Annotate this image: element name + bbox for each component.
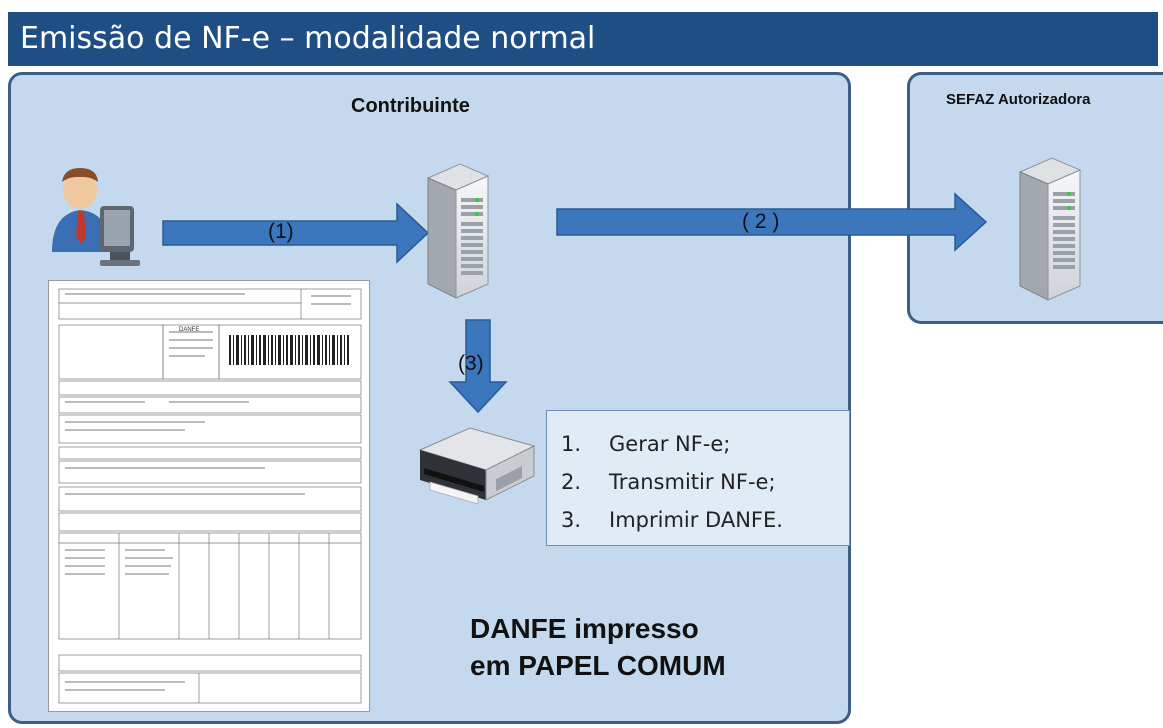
step-item: 3. Imprimir DANFE. [561, 501, 849, 539]
danfe-caption: DANFE impresso em PAPEL COMUM [470, 610, 726, 684]
contribuinte-label: Contribuinte [351, 95, 470, 117]
caption-line-2: em PAPEL COMUM [470, 650, 726, 681]
arrow-2-label: ( 2 ) [742, 210, 780, 233]
steps-list: 1. Gerar NF-e; 2. Transmitir NF-e; 3. Impri… [546, 410, 850, 546]
step-text: Transmitir NF-e; [609, 470, 776, 494]
danfe-document: DANFE [48, 280, 370, 712]
step-item: 2. Transmitir NF-e; [561, 463, 849, 501]
step-number: 1. [561, 432, 582, 456]
step-number: 2. [561, 470, 582, 494]
step-text: Imprimir DANFE. [609, 508, 783, 532]
printer-icon [418, 427, 536, 505]
step-text: Gerar NF-e; [609, 432, 731, 456]
sefaz-server-icon [1018, 157, 1082, 301]
arrow-3-label: (3) [458, 352, 484, 375]
arrow-1 [162, 202, 430, 264]
arrow-3 [448, 319, 508, 414]
user-computer-icon [52, 168, 140, 266]
danfe-doc-title: DANFE [179, 327, 199, 333]
contribuinte-server-icon [426, 163, 490, 299]
caption-line-1: DANFE impresso [470, 613, 699, 644]
sefaz-label: SEFAZ Autorizadora [946, 91, 1091, 108]
page-title: Emissão de NF-e – modalidade normal [8, 12, 1158, 66]
step-item: 1. Gerar NF-e; [561, 425, 849, 463]
danfe-form-drawing: DANFE [58, 288, 362, 704]
arrow-2 [556, 192, 988, 252]
step-number: 3. [561, 508, 582, 532]
arrow-1-label: (1) [268, 220, 294, 243]
